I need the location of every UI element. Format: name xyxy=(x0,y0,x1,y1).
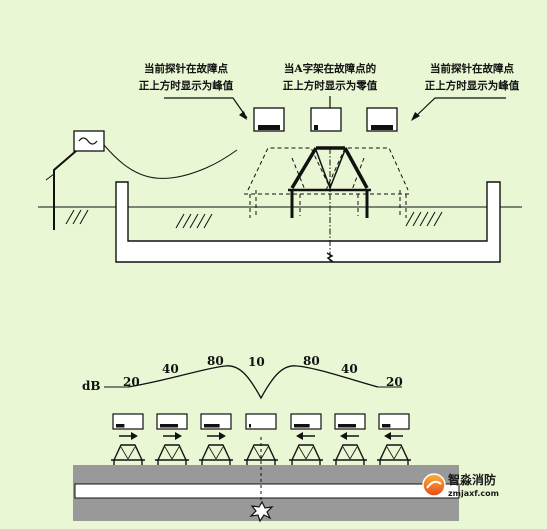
db-signal-curve xyxy=(127,365,379,400)
db-value-label: 40 xyxy=(341,362,358,376)
caption-center-line2: 正上方时显示为零值 xyxy=(283,79,378,92)
brand-logo-icon xyxy=(422,473,446,497)
buried-cable xyxy=(115,181,501,263)
meter-level-bar xyxy=(338,424,356,428)
meter-level-bar xyxy=(116,424,125,428)
db-value-label: 80 xyxy=(303,354,320,368)
probe-unit xyxy=(244,413,278,469)
leader-right xyxy=(411,97,506,121)
sine-wave-icon xyxy=(78,137,98,145)
watermark: 智淼消防 zmjaxf.com xyxy=(422,472,499,498)
probe-unit xyxy=(199,413,233,469)
leader-left xyxy=(164,97,248,120)
caption-right-line1: 当前探针在故障点 xyxy=(430,62,514,75)
a-frame-solid xyxy=(288,146,371,218)
db-value-labels: 20 40 80 10 80 40 20 xyxy=(123,354,403,389)
ground-hatching xyxy=(65,209,443,229)
probe-meter xyxy=(245,413,277,430)
db-unit-label: dB xyxy=(82,379,101,393)
cable-cross-section xyxy=(74,483,460,499)
meter-level-bar xyxy=(160,424,178,428)
db-value-label: 20 xyxy=(123,375,140,389)
fault-burst-icon xyxy=(249,500,274,523)
meter-level-bar xyxy=(249,424,251,428)
db-value-label: 10 xyxy=(248,355,265,369)
watermark-url: zmjaxf.com xyxy=(448,489,499,498)
meter-level-bar xyxy=(204,424,220,428)
watermark-brand: 智淼消防 xyxy=(447,472,496,487)
probe-unit xyxy=(111,413,145,469)
probe-unit xyxy=(333,413,367,469)
a-frame-probe-icon xyxy=(111,444,145,469)
top-meter-left xyxy=(253,107,285,132)
top-meter-right xyxy=(366,107,398,132)
meter-level-bar xyxy=(294,424,310,428)
probe-unit xyxy=(377,413,411,469)
db-value-label: 20 xyxy=(386,375,403,389)
a-frame-probe-icon xyxy=(289,444,323,469)
signal-generator xyxy=(45,130,238,230)
caption-left-line1: 当前探针在故障点 xyxy=(144,62,228,75)
top-meter-center xyxy=(310,107,342,132)
a-frame-probe-icon xyxy=(377,444,411,469)
probe-unit xyxy=(155,413,189,469)
caption-left-line2: 正上方时显示为峰值 xyxy=(139,79,234,92)
db-value-label: 40 xyxy=(162,362,179,376)
meter-level-bar xyxy=(382,424,391,428)
probe-row xyxy=(111,413,411,469)
caption-right-line2: 正上方时显示为峰值 xyxy=(425,79,520,92)
a-frame-dashed xyxy=(244,147,412,218)
a-frame-probe-icon xyxy=(199,444,233,469)
probe-unit xyxy=(289,413,323,469)
caption-center-line1: 当A字架在故障点的 xyxy=(284,62,376,75)
db-value-label: 80 xyxy=(207,354,224,368)
